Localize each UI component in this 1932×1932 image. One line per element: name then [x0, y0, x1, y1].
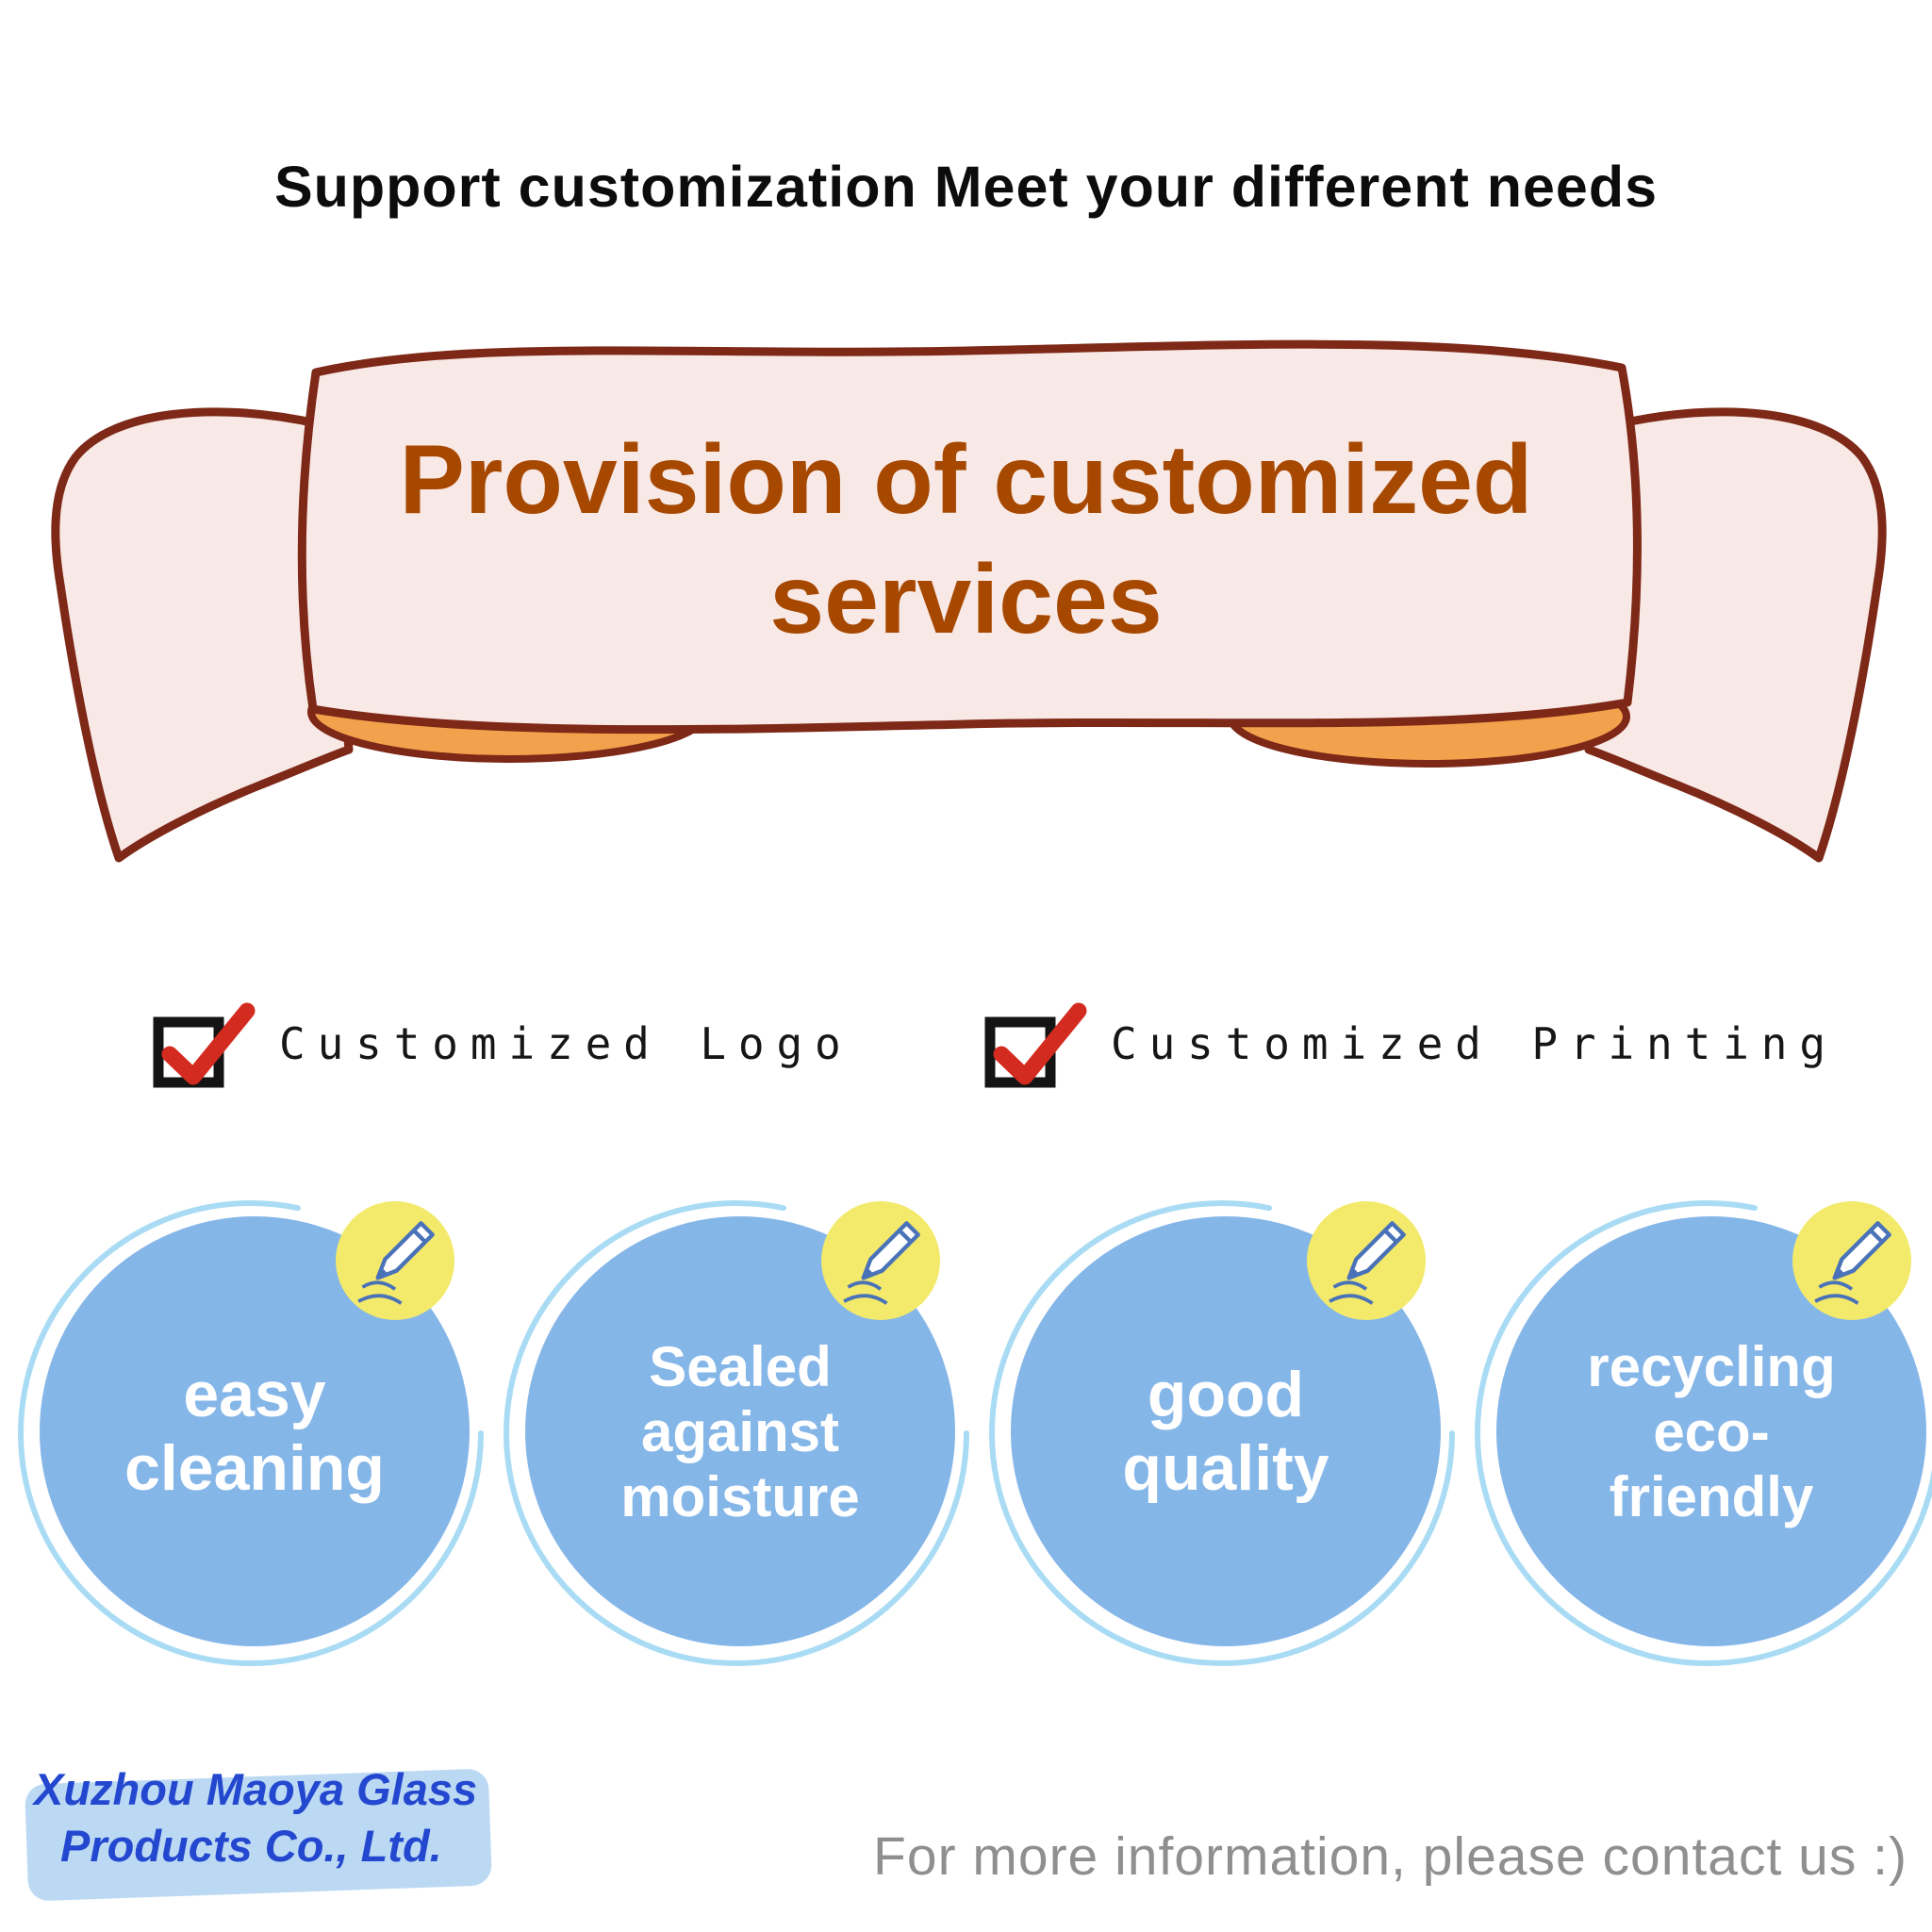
- feature-label: recycling eco- friendly: [1587, 1334, 1836, 1528]
- feature-label: Sealed against moisture: [620, 1334, 860, 1528]
- ribbon-right-tail: [1584, 407, 1887, 863]
- feature-label: easy cleaning: [124, 1358, 385, 1504]
- feature-sealed-against-moisture: Sealed against moisture: [504, 1196, 976, 1667]
- company-name-line2: Products Co., Ltd.: [60, 1821, 442, 1872]
- arc-decoration: [18, 1200, 484, 1666]
- feature-good-quality: good quality: [989, 1196, 1461, 1667]
- pencil-icon: [1814, 1221, 1891, 1305]
- pencil-icon: [357, 1221, 435, 1305]
- arc-decoration: [989, 1200, 1455, 1666]
- ribbon-center-panel: [297, 339, 1643, 735]
- ribbon-banner-graphic: [51, 339, 1887, 863]
- pencil-badge: [1792, 1201, 1911, 1320]
- pencil-badge: [1307, 1201, 1426, 1320]
- checked-checkbox-icon: [984, 1002, 1087, 1088]
- company-name-block: Xuzhou Maoya Glass Products Co., Ltd.: [24, 1761, 543, 1903]
- check-item-customized-logo: Customized Logo: [149, 996, 853, 1092]
- check-label: Customized Logo: [279, 1018, 853, 1069]
- arc-decoration: [504, 1200, 969, 1666]
- feature-easy-cleaning: easy cleaning: [18, 1196, 490, 1667]
- pencil-badge: [821, 1201, 940, 1320]
- company-name-line1: Xuzhou Maoya Glass: [34, 1764, 478, 1814]
- ribbon-left-tail: [51, 407, 354, 863]
- banner-title: Provision of customized services: [399, 425, 1533, 654]
- pencil-badge: [336, 1201, 454, 1320]
- check-item-customized-printing: Customized Printing: [981, 996, 1838, 1092]
- pencil-icon: [843, 1221, 920, 1305]
- checked-checkbox-icon: [153, 1002, 256, 1088]
- pencil-icon: [1329, 1221, 1406, 1305]
- feature-recycling-eco-friendly: recycling eco- friendly: [1475, 1196, 1932, 1667]
- page-title: Support customization Meet your differen…: [273, 155, 1659, 219]
- feature-label: good quality: [1122, 1358, 1329, 1504]
- check-label: Customized Printing: [1111, 1018, 1838, 1069]
- contact-note: For more information, please contact us …: [873, 1826, 1907, 1887]
- arc-decoration: [1475, 1200, 1932, 1666]
